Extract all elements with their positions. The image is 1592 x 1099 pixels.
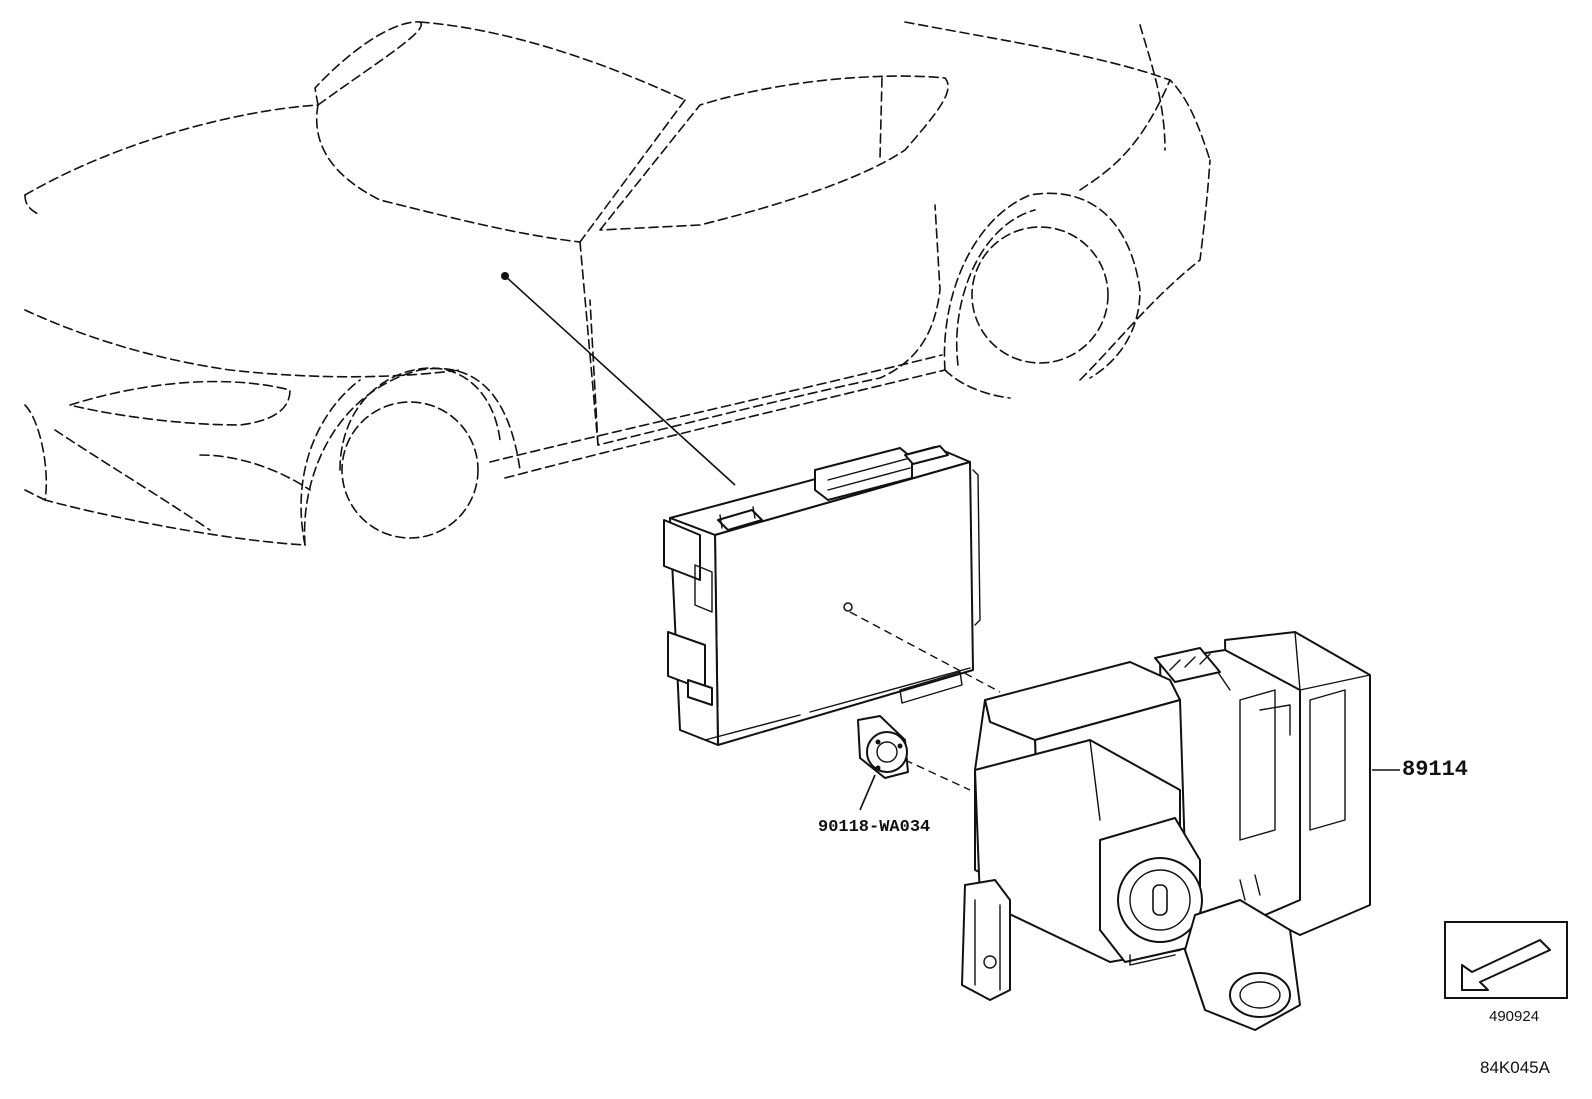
figure-code-label: 84K045A — [1480, 1058, 1550, 1077]
mounting-leader-line — [504, 275, 736, 486]
grommet-to-bracket-leader — [904, 759, 971, 791]
grommet-part-number: 90118-WA034 — [818, 818, 931, 837]
module-part-number: 89114 — [1402, 757, 1469, 782]
control-module-icon — [663, 445, 981, 746]
vehicle-outline-icon — [24, 21, 1211, 546]
bracket-assembly-icon — [961, 631, 1371, 1031]
module-to-bracket-leader — [849, 611, 1001, 693]
view-code-label: 490924 — [1489, 1008, 1540, 1025]
grommet-icon — [857, 715, 909, 779]
view-direction-arrow-icon — [1444, 921, 1568, 999]
grommet-part-leader — [859, 774, 876, 811]
